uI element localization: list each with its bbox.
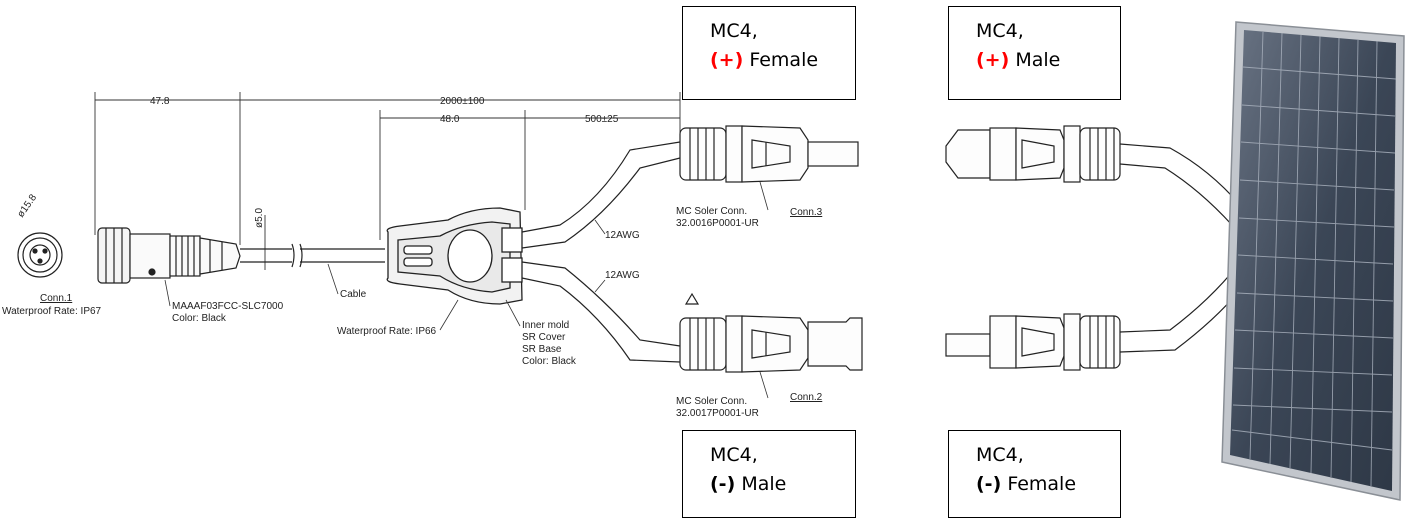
dim-48-label: 48.0 — [440, 114, 460, 125]
mc4-conn3-drawing — [679, 125, 859, 183]
dim-phi15-label: ø15.8 — [15, 192, 39, 220]
conn1-label: Conn.1 — [40, 293, 73, 304]
callout-bottom-left-line1: MC4, — [710, 444, 758, 466]
mc4-conn2-drawing — [679, 292, 863, 373]
callout-top-left: MC4, (+) Female — [682, 6, 856, 100]
dimension-lines — [94, 92, 681, 270]
negative-polarity: (-) — [976, 473, 1002, 496]
mc4-panel-top-male — [945, 125, 1121, 183]
callout-bottom-right-line1: MC4, — [976, 444, 1024, 466]
splitter-body — [386, 207, 523, 305]
main-part-color: Color: Black — [172, 313, 227, 324]
mc-bottom-part: 32.0017P0001-UR — [676, 408, 759, 419]
inner-mold-1: Inner mold — [522, 320, 569, 331]
mc-top-name: MC Soler Conn. — [676, 206, 747, 217]
main-cable — [240, 243, 385, 268]
negative-polarity: (-) — [710, 473, 736, 496]
inner-mold-2: SR Cover — [522, 332, 566, 343]
dim-phi5-label: ø5.0 — [254, 208, 265, 228]
splitter-rate: Waterproof Rate: IP66 — [337, 326, 437, 337]
callout-top-right-line1: MC4, — [976, 20, 1024, 42]
main-connector — [97, 227, 241, 284]
inner-mold-4: Color: Black — [522, 356, 577, 367]
conn3-label: Conn.3 — [790, 207, 823, 218]
mc4-panel-bottom-female — [945, 313, 1121, 371]
callout-top-left-line1: MC4, — [710, 20, 758, 42]
dim-500-label: 500±25 — [585, 114, 619, 125]
mc-top-part: 32.0016P0001-UR — [676, 218, 759, 229]
awg-top-label: 12AWG — [605, 230, 640, 241]
conn1-rate: Waterproof Rate: IP67 — [2, 306, 102, 317]
dim-47-label: 47.8 — [150, 96, 170, 107]
conn2-label: Conn.2 — [790, 392, 823, 403]
callout-top-right-gender: Male — [1015, 49, 1061, 72]
callout-bottom-left-gender: Male — [741, 473, 787, 496]
callout-bottom-left: MC4, (-) Male — [682, 430, 856, 518]
callout-top-right: MC4, (+) Male — [948, 6, 1121, 100]
mc-bottom-name: MC Soler Conn. — [676, 396, 747, 407]
panel-branch-cables — [1119, 143, 1241, 353]
callout-bottom-right: MC4, (-) Female — [948, 430, 1121, 518]
callout-top-left-gender: Female — [749, 49, 819, 72]
cable-label: Cable — [340, 289, 367, 300]
branch-cables-left — [521, 141, 681, 363]
positive-polarity: (+) — [976, 49, 1010, 72]
conn1-front-view — [17, 232, 63, 278]
dim-2000-label: 2000±100 — [440, 96, 485, 107]
positive-polarity: (+) — [710, 49, 744, 72]
callout-bottom-right-gender: Female — [1007, 473, 1077, 496]
main-part-number: MAAAF03FCC-SLC7000 — [172, 301, 284, 312]
solar-panel — [1221, 21, 1405, 501]
awg-bottom-label: 12AWG — [605, 270, 640, 281]
inner-mold-3: SR Base — [522, 344, 562, 355]
